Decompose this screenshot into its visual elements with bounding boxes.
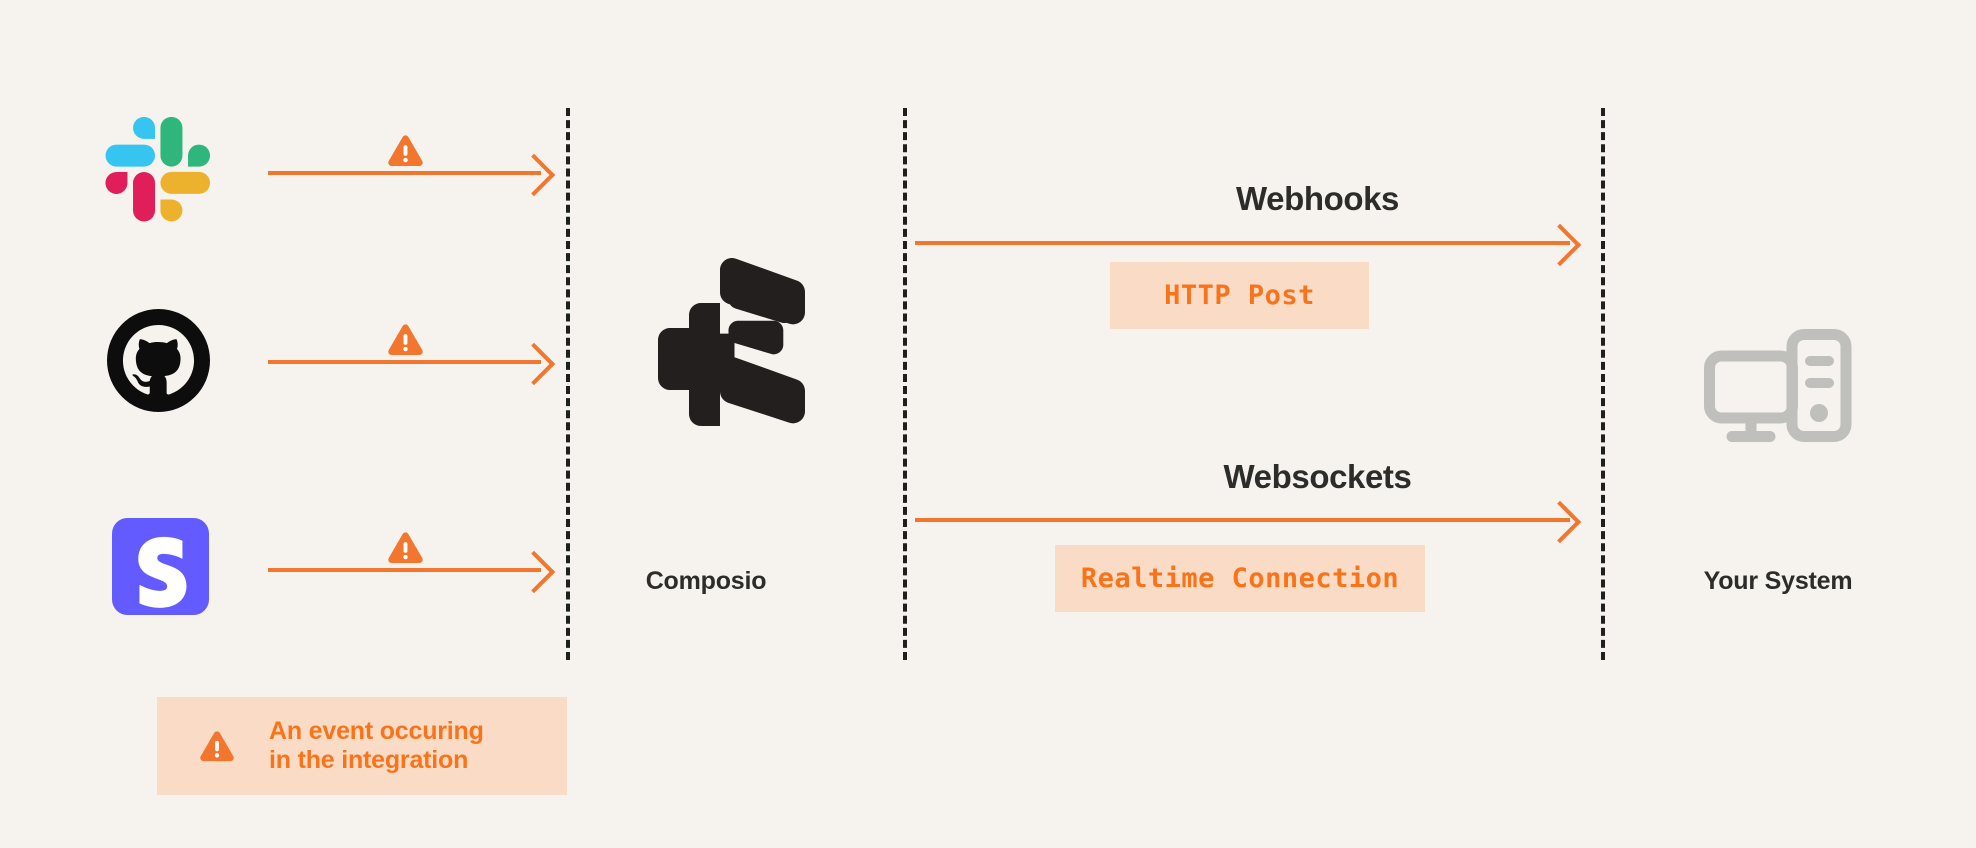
stripe-logo <box>112 518 209 615</box>
arrow-line-github <box>268 360 541 364</box>
legend-line-1: An event occuring <box>269 716 484 745</box>
chip-http-post: HTTP Post <box>1110 262 1369 329</box>
arrow-line-webhooks <box>915 241 1570 245</box>
warning-triangle-icon <box>387 323 424 357</box>
chip-http-post-label: HTTP Post <box>1164 280 1315 311</box>
arrow-head-stripe <box>512 550 556 594</box>
legend-text: An event occuring in the integration <box>269 717 484 776</box>
warning-triangle-icon <box>387 134 424 168</box>
arrow-head-websockets <box>1538 500 1582 544</box>
divider-your-system <box>1601 108 1605 660</box>
your-system-label: Your System <box>1703 567 1853 595</box>
warning-triangle-icon <box>387 531 424 565</box>
composio-label: Composio <box>645 567 767 595</box>
desktop-computer-icon <box>1703 328 1853 450</box>
legend-box: An event occuring in the integration <box>157 697 567 795</box>
slack-logo <box>104 114 214 224</box>
chip-realtime-connection-label: Realtime Connection <box>1080 563 1400 594</box>
legend-line-2: in the integration <box>269 746 469 774</box>
flow-title-websockets: Websockets <box>1223 458 1412 495</box>
arrow-line-stripe <box>268 568 541 572</box>
arrow-head-slack <box>512 153 556 197</box>
flow-title-webhooks: Webhooks <box>1235 180 1400 217</box>
arrow-line-slack <box>268 171 541 175</box>
warning-triangle-icon <box>199 730 235 763</box>
chip-realtime-connection: Realtime Connection <box>1055 545 1425 612</box>
arrow-head-github <box>512 342 556 386</box>
divider-integrations <box>566 108 570 660</box>
arrow-head-webhooks <box>1538 223 1582 267</box>
github-logo <box>107 309 210 412</box>
composio-logo-mark <box>636 258 811 438</box>
divider-composio-left <box>903 108 907 660</box>
arrow-line-websockets <box>915 518 1570 522</box>
